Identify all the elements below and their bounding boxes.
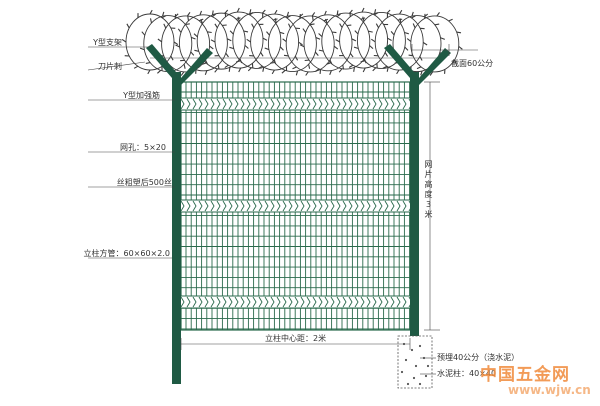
- leader-lines: [87, 44, 478, 375]
- left-y-arm-right: [180, 48, 213, 86]
- label-concrete-post: 水泥柱：40×40: [437, 369, 497, 378]
- left-y-arm-left: [146, 44, 176, 78]
- label-section: 截面60公分: [451, 59, 494, 68]
- label-wire-spec: 丝粗塑后500丝: [116, 178, 172, 187]
- concrete-footing: [397, 335, 433, 389]
- label-post-spacing: 立柱中心距：2米: [263, 334, 329, 343]
- right-post: [384, 44, 451, 384]
- label-post-spec: 立柱方管：60×60×2.0: [83, 249, 171, 258]
- label-mesh-hole: 网孔：5×20: [120, 143, 166, 152]
- watermark-logo: 中国五金网: [480, 365, 570, 385]
- razor-wire-coils: [121, 7, 463, 76]
- right-y-arm-left: [384, 44, 414, 78]
- reinforcement-ribs: [180, 97, 413, 309]
- label-y-bracket: Y型支架: [93, 38, 122, 47]
- footing-speckles: [400, 342, 430, 386]
- label-panel-height: 网片高度3米: [424, 160, 433, 219]
- watermark-url: www.wjw.cn: [508, 383, 591, 397]
- right-y-arm-right: [418, 48, 451, 86]
- label-razor-wire: 刀片刺: [98, 62, 122, 71]
- left-post: [146, 44, 213, 384]
- label-embed: 预埋40公分（浇水泥）: [437, 353, 520, 362]
- label-y-reinforce: Y型加强筋: [123, 91, 160, 100]
